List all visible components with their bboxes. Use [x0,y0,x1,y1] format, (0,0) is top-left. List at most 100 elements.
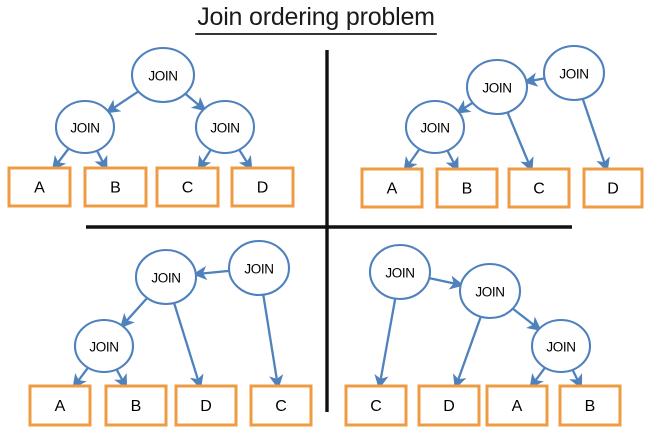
leaf-label: C [275,398,287,415]
leaf-box[interactable] [360,167,424,209]
quadrant-bottom-right: C D A B JOIN JOIN JOIN [344,243,622,427]
join-circle[interactable] [134,248,198,306]
leaf-node-br-a[interactable]: A [485,384,549,427]
leaf-node-tl-c[interactable]: C [155,166,220,208]
join-label: JOIN [148,69,177,84]
edge-tl-root-to-tl-left [105,90,140,114]
leaf-box[interactable] [83,166,148,208]
join-node-bl-mid[interactable]: JOIN [134,248,198,306]
join-label: JOIN [210,121,239,136]
leaf-label: A [387,181,398,198]
join-node-tl-right[interactable]: JOIN [194,99,256,155]
edge-br-top-to-br-mid [428,275,465,290]
join-circle[interactable] [368,243,432,301]
leaf-node-bl-a[interactable]: A [28,384,92,427]
leaf-box[interactable] [249,384,313,427]
leaf-box[interactable] [230,166,295,208]
leaf-box[interactable] [582,167,644,209]
join-node-bl-top[interactable]: JOIN [227,239,291,297]
leaf-box[interactable] [435,167,499,209]
join-circle[interactable] [542,44,606,102]
edge-tl-right-to-tl-d [238,149,253,171]
edge-tr-low-to-tr-b [445,149,459,172]
leaf-label: C [533,181,545,198]
leaf-node-tr-a[interactable]: A [360,167,424,209]
edges-bottom-left [72,265,284,390]
leaf-label: A [512,398,523,415]
edge-tr-low-to-tr-a [403,148,421,172]
leaf-label: C [182,180,194,197]
leaf-node-bl-d[interactable]: D [174,384,238,427]
leaf-node-br-c[interactable]: C [344,384,408,427]
join-node-br-mid[interactable]: JOIN [458,262,522,320]
join-label: JOIN [546,340,575,355]
edge-br-mid-to-br-low [512,307,542,332]
edge-tr-mid-to-tr-low [455,99,474,114]
leaf-node-tr-c[interactable]: C [507,167,571,209]
edge-tl-right-to-tl-c [197,149,212,171]
leaf-box[interactable] [344,384,408,427]
leaf-node-br-d[interactable]: D [417,384,481,427]
join-label: JOIN [385,266,414,281]
join-node-tr-low[interactable]: JOIN [404,99,466,155]
join-circle[interactable] [227,239,291,297]
join-node-tr-mid[interactable]: JOIN [465,58,529,116]
leaf-node-tl-b[interactable]: B [83,166,148,208]
leaf-node-tr-d[interactable]: D [582,167,644,209]
leaf-box[interactable] [507,167,571,209]
quadrant-top-right: A B C D JOIN JOIN JOIN [360,44,644,209]
join-node-br-top[interactable]: JOIN [368,243,432,301]
leaf-box[interactable] [104,384,168,427]
leaf-label: A [34,180,45,197]
edge-bl-mid-to-bl-d [172,302,204,390]
join-node-br-low[interactable]: JOIN [530,318,592,374]
join-circle[interactable] [530,318,592,374]
edge-bl-mid-to-bl-low [119,297,148,329]
edge-bl-top-to-bl-c [262,294,284,390]
edge-tl-left-to-tl-a [51,147,70,171]
leaf-node-tr-b[interactable]: B [435,167,499,209]
leaf-box[interactable] [174,384,238,427]
edge-tl-left-to-tl-b [94,150,108,171]
leaf-node-tl-a[interactable]: A [7,166,72,208]
leaf-label: B [131,398,142,415]
edges-bottom-right [374,275,583,390]
leaf-box[interactable] [28,384,92,427]
edge-br-mid-to-br-d [452,316,482,390]
join-label: JOIN [244,262,273,277]
leaf-node-bl-b[interactable]: B [104,384,168,427]
leaf-box[interactable] [485,384,549,427]
join-circle[interactable] [404,99,466,155]
join-label: JOIN [475,285,504,300]
leaf-node-br-b[interactable]: B [558,384,622,427]
leaf-node-bl-c[interactable]: C [249,384,313,427]
quadrant-dividers [86,50,572,412]
join-circle[interactable] [465,58,529,116]
join-node-tr-top[interactable]: JOIN [542,44,606,102]
leaf-box[interactable] [558,384,622,427]
join-label: JOIN [70,121,99,136]
edge-tr-top-to-tr-d [581,98,610,173]
join-circle[interactable] [130,46,196,104]
join-circle[interactable] [54,99,116,155]
join-circle[interactable] [73,318,135,374]
join-label: JOIN [420,121,449,136]
edges-top-right [403,72,610,173]
leaf-box[interactable] [7,166,72,208]
edge-br-low-to-br-a [529,366,546,389]
leaf-box[interactable] [155,166,220,208]
leaf-label: C [370,398,382,415]
join-circle[interactable] [458,262,522,320]
join-label: JOIN [559,67,588,82]
join-node-tl-root[interactable]: JOIN [130,46,196,104]
quadrants-layer: A B C D JOIN JOIN JOIN A B C D JOIN JOIN JOIN A B D C JOIN… [7,44,644,427]
leaf-node-tl-d[interactable]: D [230,166,295,208]
leaf-label: D [200,398,212,415]
join-node-bl-low[interactable]: JOIN [73,318,135,374]
join-label: JOIN [151,271,180,286]
join-node-tl-left[interactable]: JOIN [54,99,116,155]
leaf-label: B [462,181,473,198]
join-circle[interactable] [194,99,256,155]
leaf-box[interactable] [417,384,481,427]
